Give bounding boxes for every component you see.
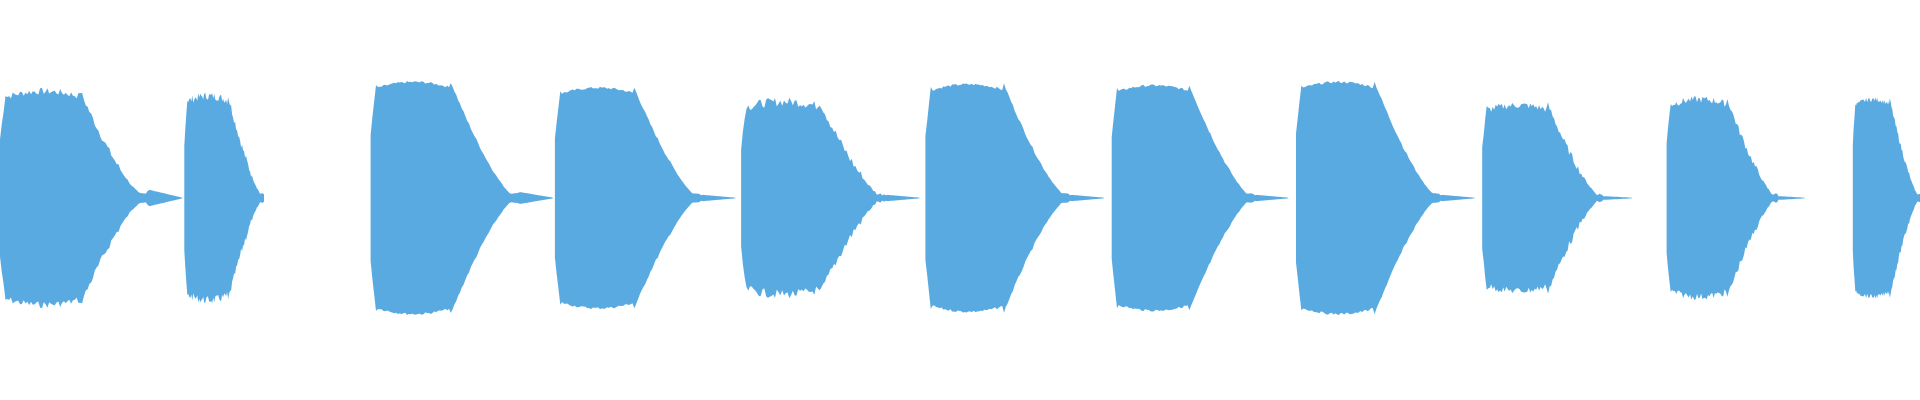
waveform-segment-11 [1852,97,1920,299]
waveform-segment-3 [370,81,553,315]
waveform-series [0,81,1920,315]
waveform-segment-2 [184,92,264,304]
waveform-segment-4 [554,86,736,310]
waveform-segment-8 [1296,81,1475,315]
waveform-segment-9 [1482,102,1632,294]
waveform-segment-10 [1666,96,1805,300]
waveform-segment-5 [741,97,920,299]
waveform-segment-1 [0,88,183,308]
waveform-segment-6 [925,83,1104,313]
waveform-segment-7 [1111,84,1289,312]
